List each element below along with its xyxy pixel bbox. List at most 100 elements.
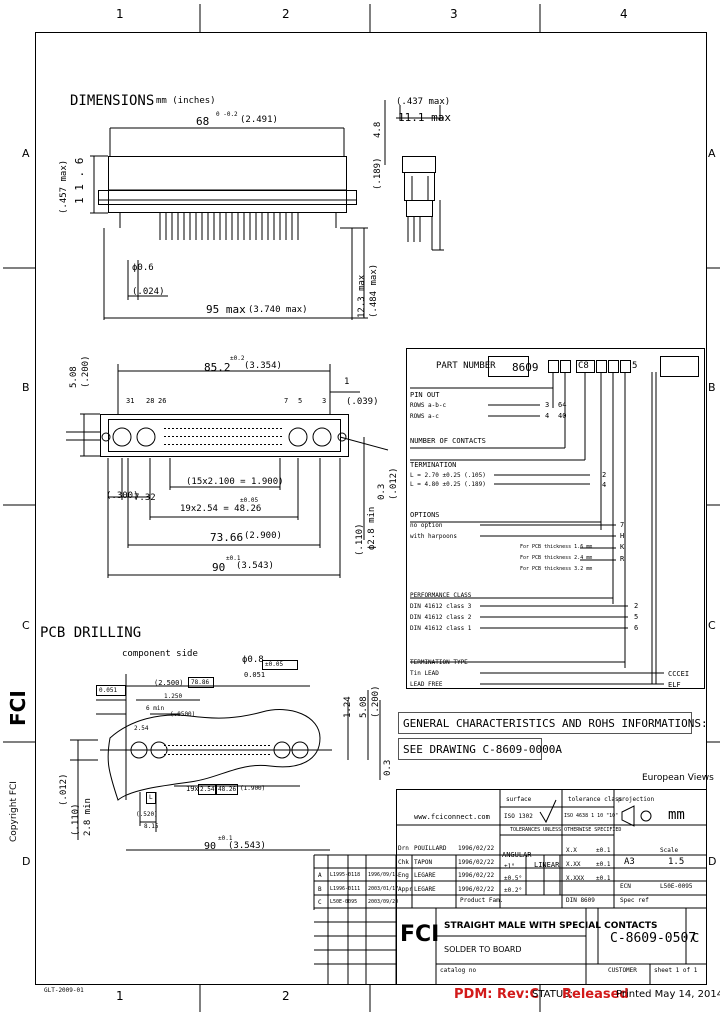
pcb-d2500b: 78.86 — [191, 679, 210, 686]
eng: LEGARE — [414, 872, 436, 879]
dim-width-tol: 0 -0.2 — [216, 111, 238, 118]
pn-contacts: NUMBER OF CONTACTS — [410, 437, 486, 445]
num-28: 28 — [146, 397, 155, 405]
tol-unless: TOLERANCES UNLESS OTHERWISE SPECIFIED — [510, 827, 622, 833]
pcb-r520: (.520) — [136, 811, 158, 818]
pin-label: ϕ0.6 — [132, 263, 154, 273]
sheet: sheet 1 of 1 — [654, 967, 698, 974]
ang2: ±0.5° — [504, 875, 523, 882]
iso2: ISO 4638 1 10 "10" — [564, 813, 619, 819]
pn-val-4: 4 — [545, 412, 550, 420]
pcb-pitch-val: 2.54 — [200, 786, 215, 793]
overall-inch: (3.740 max) — [248, 305, 308, 315]
catalog: catalog no — [440, 967, 477, 974]
lv2: ±0.1 — [596, 861, 611, 868]
size: A3 — [624, 857, 635, 867]
pcb-d03: 0.3 — [383, 759, 393, 776]
tol-label: tolerance class — [568, 796, 623, 803]
pcb-d015: (.012) — [59, 773, 69, 806]
pn-prefix: 8609 — [512, 361, 539, 374]
status-value: Released — [562, 987, 629, 1002]
drawing-title: STRAIGHT MALE WITH SPECIAL CONTACTS — [444, 921, 658, 931]
linear: LINEAR — [534, 861, 560, 869]
copyright: Copyright FCI — [9, 781, 19, 842]
rev-row-a: A — [318, 872, 322, 879]
tv-732: 7.32 — [134, 493, 156, 503]
pn-perf: PERFORMANCE CLASS — [410, 592, 472, 599]
pn-term-1v: 2 — [602, 471, 607, 479]
num-5: 5 — [298, 397, 303, 405]
pn-tt-1: Tin LEAD — [410, 670, 439, 677]
num-31: 31 — [126, 397, 135, 405]
title-fci-logo: FCI — [398, 916, 439, 960]
pcb-d03b: 2.8 min — [83, 798, 93, 836]
num-3: 3 — [322, 397, 327, 405]
pcb-90-inch: (3.543) — [228, 841, 266, 851]
pn-rows-1: ROWS a-b-c — [410, 402, 447, 409]
pn-opt-v2: H — [620, 532, 625, 540]
pn-c8: C8 — [578, 361, 589, 371]
pn-val-3b: 64 — [558, 401, 567, 409]
ang3: ±0.2° — [504, 887, 523, 894]
lv3: ±0.1 — [596, 875, 611, 882]
appr-label: Appr — [398, 886, 413, 893]
date2: 1996/02/22 — [458, 859, 495, 866]
pn-label: PART NUMBER — [436, 361, 496, 371]
fci-logo: FCI — [6, 660, 32, 730]
status-label: STATUS: — [532, 989, 573, 1000]
surface-label: surface — [506, 796, 532, 803]
pn-perf-v3: 6 — [634, 624, 639, 632]
pn-val-4b: 40 — [558, 412, 567, 420]
ecn-v: L50E-0095 — [660, 883, 693, 890]
rev-row-a-ecn: L1995-0118 — [330, 872, 361, 878]
ang1: ±1° — [504, 863, 515, 870]
iso1: ISO 1302 — [504, 813, 533, 820]
pcb-l: L — [149, 794, 153, 801]
dim-height: 1 1 . 6 — [73, 157, 86, 204]
tv-left-h-inch: (.200) — [81, 355, 91, 388]
pcb-d051: 0.051 — [244, 671, 266, 679]
pn-tt-v1: CCCEI — [668, 670, 690, 678]
lin3: X.XXX — [566, 875, 585, 882]
pcb-d124: 1.24 — [343, 696, 353, 718]
fci-logo-text: FCI — [6, 690, 30, 726]
pn-opt-2: with harpoons — [410, 533, 457, 540]
scale-label: Scale — [660, 847, 679, 854]
general-notes-box: GENERAL CHARACTERISTICS AND ROHS INFORMA… — [398, 712, 708, 734]
pn-term-1: L = 2.70 ±0.25 (.105) — [410, 472, 486, 479]
tv-left-h: 5.08 — [69, 366, 79, 388]
tv-90-inch: (3.543) — [236, 561, 274, 571]
pcb-d0030: (.110) — [71, 803, 81, 836]
rev-row-c-date: 2003/09/20 — [368, 899, 399, 905]
pn-opt-5: For PCB thickness 3.2 mm — [520, 566, 593, 572]
pn-opt-v3: K — [620, 543, 625, 551]
pcb-pitch-tot-box: 48.26 — [216, 784, 238, 795]
prod: Product Fam. — [460, 897, 504, 904]
pn-rows-2: ROWS a-c — [410, 413, 439, 420]
pn-perf-v2: 5 — [634, 613, 639, 621]
pcb-pitch-tot: 48.26 — [218, 786, 237, 793]
tv-r28-inch: (.110) — [355, 523, 365, 556]
row-label-c-right: C — [708, 619, 716, 632]
date3: 1996/02/22 — [458, 872, 495, 879]
tv-300: (.300) — [106, 491, 139, 501]
dim-width-inch: (2.491) — [240, 115, 278, 125]
right-h: 12.3 max — [357, 274, 367, 318]
projection-label: projection — [618, 796, 655, 803]
pcb-l-box: L — [146, 792, 156, 804]
tv-d1: 85.2 — [204, 361, 231, 374]
tv-pitch: 19x2.54 = 48.26 — [180, 504, 262, 514]
printed-date: Printed May 14, 2014 — [616, 989, 720, 1000]
pdm-rev: PDM: Rev:C — [454, 987, 540, 1002]
pn-perf-v1: 2 — [634, 602, 639, 610]
pn-perf-2: DIN 41612 class 2 — [410, 614, 472, 621]
row-label-a: A — [22, 147, 30, 160]
row-label-c: C — [22, 619, 30, 632]
tv-73-inch: (2.900) — [244, 531, 282, 541]
footer-left: GLT-2009-01 — [44, 987, 84, 994]
appr: LEGARE — [414, 886, 436, 893]
din: DIN 8609 — [566, 897, 595, 904]
tv-90-tol: ±0.1 — [226, 555, 241, 562]
angular: ANGULAR — [502, 851, 532, 859]
